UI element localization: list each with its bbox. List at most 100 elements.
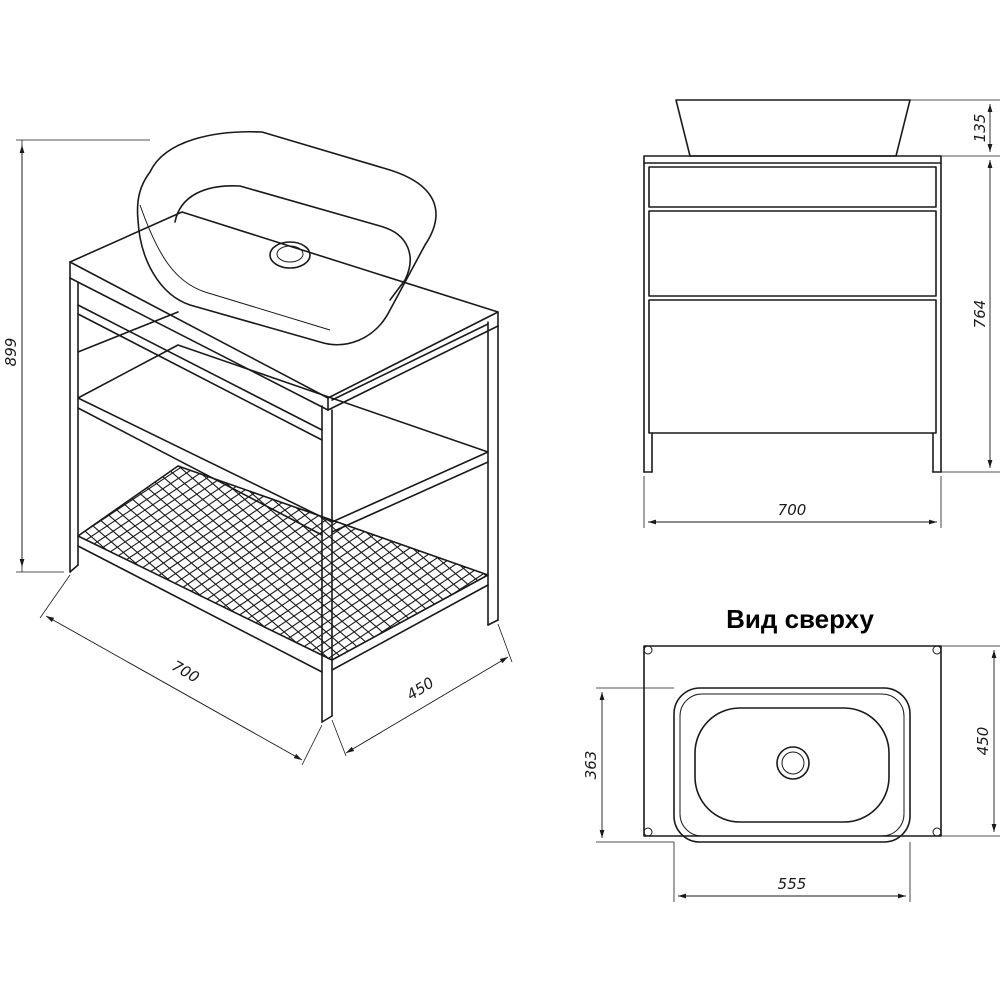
mesh-wire (0, 420, 54, 700)
iso-frame (69, 211, 499, 723)
mesh-wire (78, 466, 449, 660)
mesh-wire (377, 466, 488, 660)
mesh-wire (490, 420, 910, 700)
mesh-wire (78, 466, 197, 660)
top-bowl-depth-label: 363 (582, 751, 600, 780)
iso-depth-label: 450 (403, 674, 437, 704)
mesh-wire (209, 466, 488, 660)
mesh-wire (546, 420, 866, 700)
mesh-wire (78, 466, 153, 660)
mesh-wire (78, 466, 295, 660)
mesh-wire (0, 420, 70, 700)
mesh-wire (560, 420, 880, 700)
mesh-wire (461, 466, 488, 660)
front-frame (643, 155, 942, 473)
mesh-wire (0, 420, 12, 700)
front-width-label: 700 (778, 501, 807, 519)
mesh-wire (265, 466, 488, 660)
mesh-wire (363, 466, 488, 660)
top-countertop (643, 645, 942, 837)
mesh-wire (475, 466, 488, 660)
mesh-wire (78, 466, 267, 660)
mesh-wire (546, 420, 966, 700)
mesh-wire (419, 466, 488, 660)
mesh-wire (78, 466, 251, 660)
mesh-wire (560, 420, 980, 700)
iso-dimension-depth: 450 (331, 623, 513, 757)
mesh-wire (419, 466, 488, 660)
mesh-wire (461, 466, 488, 660)
mesh-wire (78, 466, 307, 660)
mesh-wire (78, 466, 155, 660)
top-bowl-width-label: 555 (778, 875, 807, 893)
front-washbasin (675, 99, 911, 157)
mesh-wire (97, 466, 488, 660)
mesh-wire (504, 420, 924, 700)
iso-washbasin (136, 130, 437, 346)
mesh-wire (518, 420, 938, 700)
mesh-wire (0, 420, 40, 700)
mesh-wire (78, 466, 97, 660)
mesh-wire (532, 420, 952, 700)
top-dimension-depth: 450 (941, 645, 1000, 837)
front-dimension-bowl-height: 135 (910, 99, 1000, 157)
mesh-wire (504, 420, 824, 700)
mesh-wire (139, 466, 488, 660)
iso-height-label: 899 (2, 338, 20, 367)
mesh-wire (195, 466, 488, 660)
mesh-wire (78, 466, 99, 660)
top-view-title: Вид сверху (726, 604, 874, 634)
mesh-wire (307, 466, 488, 660)
mesh-wire (78, 466, 195, 660)
mesh-wire (78, 466, 139, 660)
mesh-wire (223, 466, 488, 660)
mesh-wire (78, 466, 351, 660)
mesh-wire (0, 420, 68, 700)
mesh-wire (405, 466, 488, 660)
mesh-wire (279, 466, 488, 660)
top-washbasin (673, 687, 911, 843)
mesh-wire (78, 466, 169, 660)
mesh-wire (0, 420, 14, 700)
mesh-wire (490, 420, 810, 700)
mesh-wire (78, 466, 113, 660)
front-dimension-width: 700 (643, 476, 942, 528)
mesh-wire (153, 466, 488, 660)
mesh-wire (0, 420, 28, 700)
mesh-wire (78, 466, 111, 660)
mesh-wire (78, 466, 279, 660)
mesh-wire (78, 466, 225, 660)
mesh-wire (78, 466, 181, 660)
mesh-wire (405, 466, 488, 660)
mesh-wire (78, 466, 323, 660)
mesh-wire (475, 466, 488, 660)
front-view: 135 764 700 (643, 99, 1000, 528)
iso-width-label: 700 (169, 657, 203, 687)
mesh-wire (335, 466, 488, 660)
mesh-wire (78, 466, 85, 660)
mesh-wire (447, 466, 488, 660)
mesh-wire (433, 466, 488, 660)
top-view: Вид сверху 363 450 (582, 604, 1000, 902)
mesh-wire (293, 466, 488, 660)
mesh-wire (78, 466, 488, 660)
mesh-wire (237, 466, 488, 660)
mesh-wire (78, 466, 237, 660)
top-dimension-bowl-depth: 363 (582, 687, 674, 843)
mesh-wire (0, 420, 56, 700)
mesh-wire (78, 466, 477, 660)
iso-dimension-height: 899 (2, 139, 150, 573)
mesh-wire (447, 466, 488, 660)
front-bowl-height-label: 135 (971, 114, 989, 143)
mesh-wire (78, 466, 167, 660)
front-stand-height-label: 764 (971, 300, 989, 329)
mesh-wire (349, 466, 488, 660)
mesh-wire (181, 466, 488, 660)
isometric-view: 899 700 450 (0, 130, 980, 766)
front-dimension-stand-height: 764 (941, 160, 1000, 473)
mesh-wire (518, 420, 838, 700)
mesh-wire (78, 466, 127, 660)
mesh-wire (167, 466, 488, 660)
mesh-wire (251, 466, 488, 660)
mesh-wire (78, 466, 407, 660)
